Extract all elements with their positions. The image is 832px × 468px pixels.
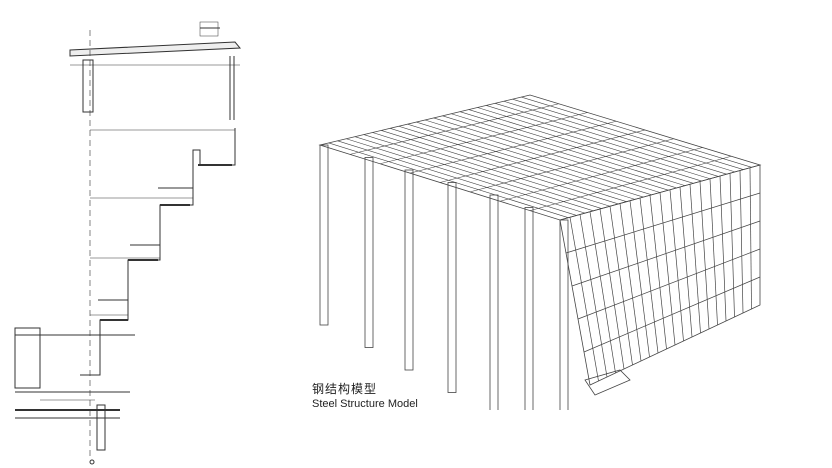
steel-frame-model — [318, 94, 762, 410]
caption-chinese: 钢结构模型 — [312, 382, 378, 396]
caption-english: Steel Structure Model — [312, 398, 418, 410]
section-drawing — [14, 21, 242, 465]
